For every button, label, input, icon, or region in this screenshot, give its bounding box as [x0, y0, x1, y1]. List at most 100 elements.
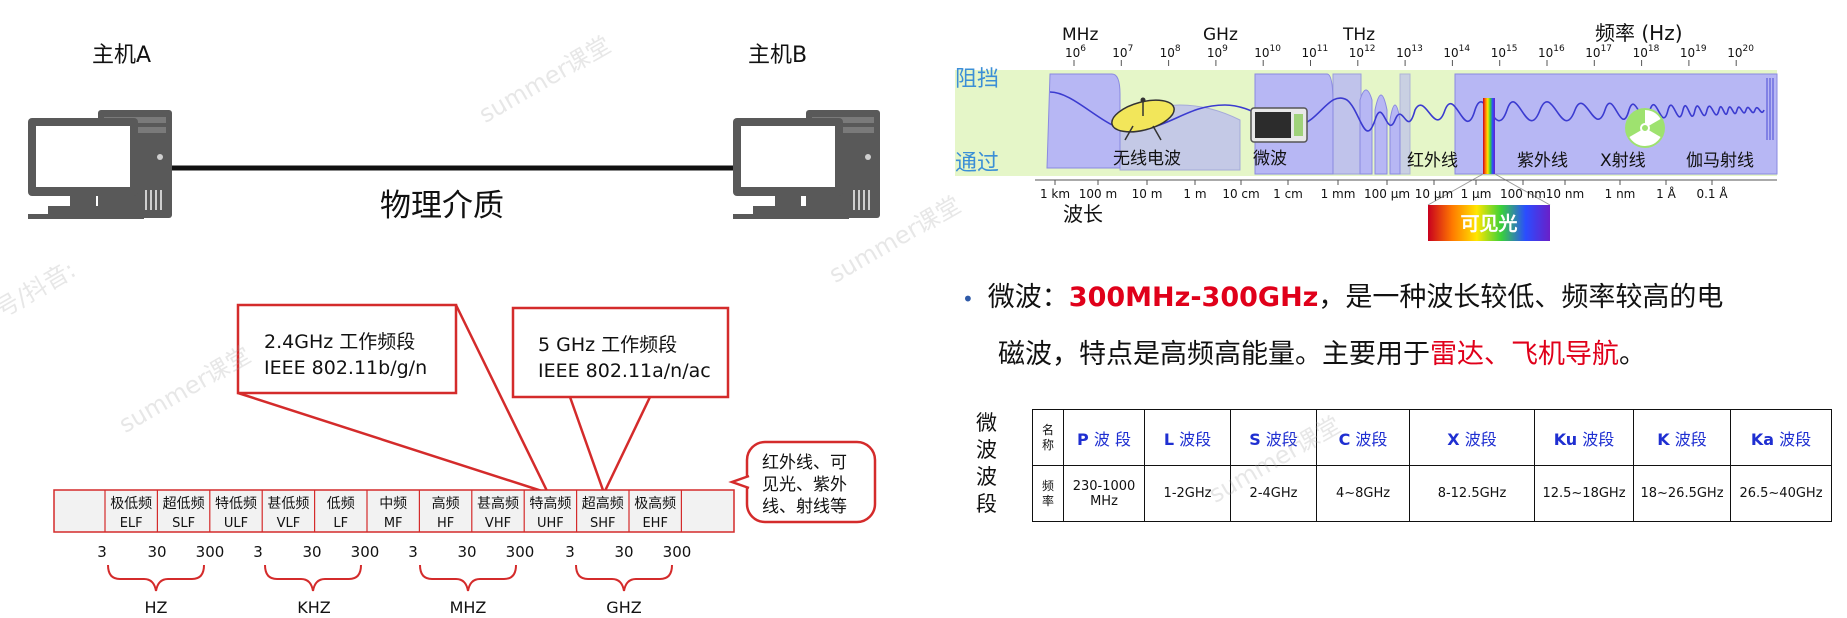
svg-text:300: 300	[663, 543, 692, 561]
table-band-freq: 4~8GHz	[1316, 465, 1410, 522]
table-band-freq: 12.5~18GHz	[1534, 465, 1634, 522]
freq-tick: 1011	[1302, 44, 1329, 60]
svg-text:无线电波: 无线电波	[1113, 149, 1181, 169]
svg-text:红外线: 红外线	[1407, 151, 1458, 171]
table-band-freq: 18~26.5GHz	[1633, 465, 1731, 522]
name-header: 名称	[1032, 409, 1064, 466]
computer-icon-host-a	[28, 110, 172, 219]
visible-light-bar	[1428, 205, 1550, 241]
microwave-description: •微波：300MHz-300GHz，是一种波长较低、频率较高的电 磁波，特点是高…	[962, 282, 1724, 370]
wavelength-tick: 1 μm	[1461, 187, 1492, 201]
freq-tick: 1018	[1633, 44, 1660, 60]
callout-5ghz-line1: 5 GHz 工作频段	[538, 334, 677, 356]
band-cell-cn: 极低频	[110, 496, 152, 512]
wavelength-tick: 100 nm	[1500, 187, 1546, 201]
wavelength-tick: 0.1 Å	[1696, 186, 1728, 201]
unit-labels: HZ KHZ MHZ GHZ	[145, 598, 642, 617]
medium-label: 物理介质	[380, 188, 504, 224]
satellite-dish-icon	[1111, 97, 1175, 141]
svg-text:HZ: HZ	[145, 598, 168, 617]
svg-text:30: 30	[457, 543, 476, 561]
transmission-regions	[1046, 73, 1778, 175]
band-cell-en: LF	[333, 516, 348, 531]
band-cell-en: EHF	[642, 516, 667, 531]
svg-text:30: 30	[302, 543, 321, 561]
table-band-freq: 2-4GHz	[1230, 465, 1317, 522]
freq-tick: 109	[1207, 44, 1228, 60]
svg-text:X射线: X射线	[1600, 151, 1646, 171]
table-band-name: P 波 段	[1063, 409, 1145, 466]
network-diagram: 主机A 主机B 物理介质	[28, 43, 880, 224]
freq-tick: 1014	[1443, 44, 1470, 60]
table-band-name: L 波段	[1144, 409, 1231, 466]
svg-text:300: 300	[196, 543, 225, 561]
freq-axis-label: 频率 (Hz)	[1595, 21, 1683, 45]
band-cell-en: ULF	[224, 516, 248, 531]
freq-tick: 1010	[1254, 44, 1281, 60]
callout-2-4ghz-line1: 2.4GHz 工作频段	[264, 331, 415, 353]
svg-text:GHZ: GHZ	[606, 598, 641, 617]
unit-thz: THz	[1342, 25, 1375, 45]
freq-tick: 1020	[1727, 44, 1754, 60]
band-cell-cn: 极高频	[634, 495, 676, 512]
band-cell-cn: 超低频	[163, 496, 205, 512]
visible-sliver	[1483, 98, 1495, 174]
microwave-range: 300MHz-300GHz	[1068, 282, 1319, 313]
host-b-label: 主机B	[748, 43, 807, 68]
band-cell-cn: 超高频	[582, 495, 624, 512]
band-cell-cn: 中频	[379, 496, 407, 512]
host-a-label: 主机A	[92, 43, 151, 68]
svg-text:300: 300	[351, 543, 380, 561]
svg-text:30: 30	[147, 543, 166, 561]
svg-text:30: 30	[614, 543, 633, 561]
wavelength-label: 波长	[1063, 202, 1103, 226]
callout-infrared-line2: 见光、紫外	[762, 475, 847, 495]
frequency-band-diagram: 2.4GHz 工作频段 IEEE 802.11b/g/n 5 GHz 工作频段 …	[53, 303, 877, 617]
unit-mhz: MHz	[1062, 25, 1098, 45]
svg-text:微波: 微波	[1253, 149, 1287, 169]
wavelength-tick: 10 nm	[1546, 187, 1584, 201]
band-cell-cn: 低频	[327, 496, 355, 512]
band-cell-cn: 特高频	[529, 495, 571, 512]
bullet: •	[962, 287, 974, 311]
callout-infrared-line1: 红外线、可	[762, 453, 847, 473]
wavelength-tick: 100 m	[1079, 187, 1117, 201]
band-labels: 无线电波 微波 红外线 紫外线 X射线 伽马射线	[1113, 149, 1754, 171]
freq-tick: 1019	[1680, 44, 1707, 60]
band-strip: 极低频ELF超低频SLF特低频ULF甚低频VLF低频LF中频MF高频HF甚高频V…	[53, 489, 735, 533]
table-band-name: Ka 波段	[1730, 409, 1832, 466]
svg-text:3: 3	[408, 543, 418, 561]
band-cell-en: SHF	[590, 516, 616, 531]
band-cell-cn: 甚低频	[267, 496, 309, 512]
table-band-freq: 1-2GHz	[1144, 465, 1231, 522]
svg-text:3: 3	[253, 543, 263, 561]
computer-icon-host-b	[733, 110, 880, 219]
callout-5ghz-pointer	[568, 396, 652, 497]
table-band-freq: 8-12.5GHz	[1409, 465, 1535, 522]
block-label: 阻挡	[955, 67, 999, 92]
band-cell-en: SLF	[172, 516, 195, 531]
band-cell-cn: 特低频	[215, 496, 257, 512]
callout-5ghz	[511, 306, 730, 399]
wavelength-tick: 100 μm	[1364, 187, 1410, 201]
unit-braces	[107, 564, 673, 592]
band-cell-en: ELF	[120, 516, 143, 531]
wave-curve	[1049, 91, 1765, 132]
svg-text:300: 300	[506, 543, 535, 561]
unit-ghz: GHz	[1203, 25, 1238, 45]
table-band-name: X 波段	[1409, 409, 1535, 466]
wavelength-tick: 1 km	[1040, 187, 1070, 201]
band-cell-en: UHF	[537, 516, 564, 531]
table-side-title: 微 波 波 段	[976, 411, 997, 516]
svg-text:3: 3	[97, 543, 107, 561]
freq-tick: 106	[1065, 44, 1086, 60]
table-band-name: K 波段	[1633, 409, 1731, 466]
svg-text:KHZ: KHZ	[297, 598, 331, 617]
freq-tick: 1013	[1396, 44, 1423, 60]
visible-light-label: 可见光	[1460, 212, 1517, 235]
microwave-oven-icon	[1250, 107, 1308, 143]
